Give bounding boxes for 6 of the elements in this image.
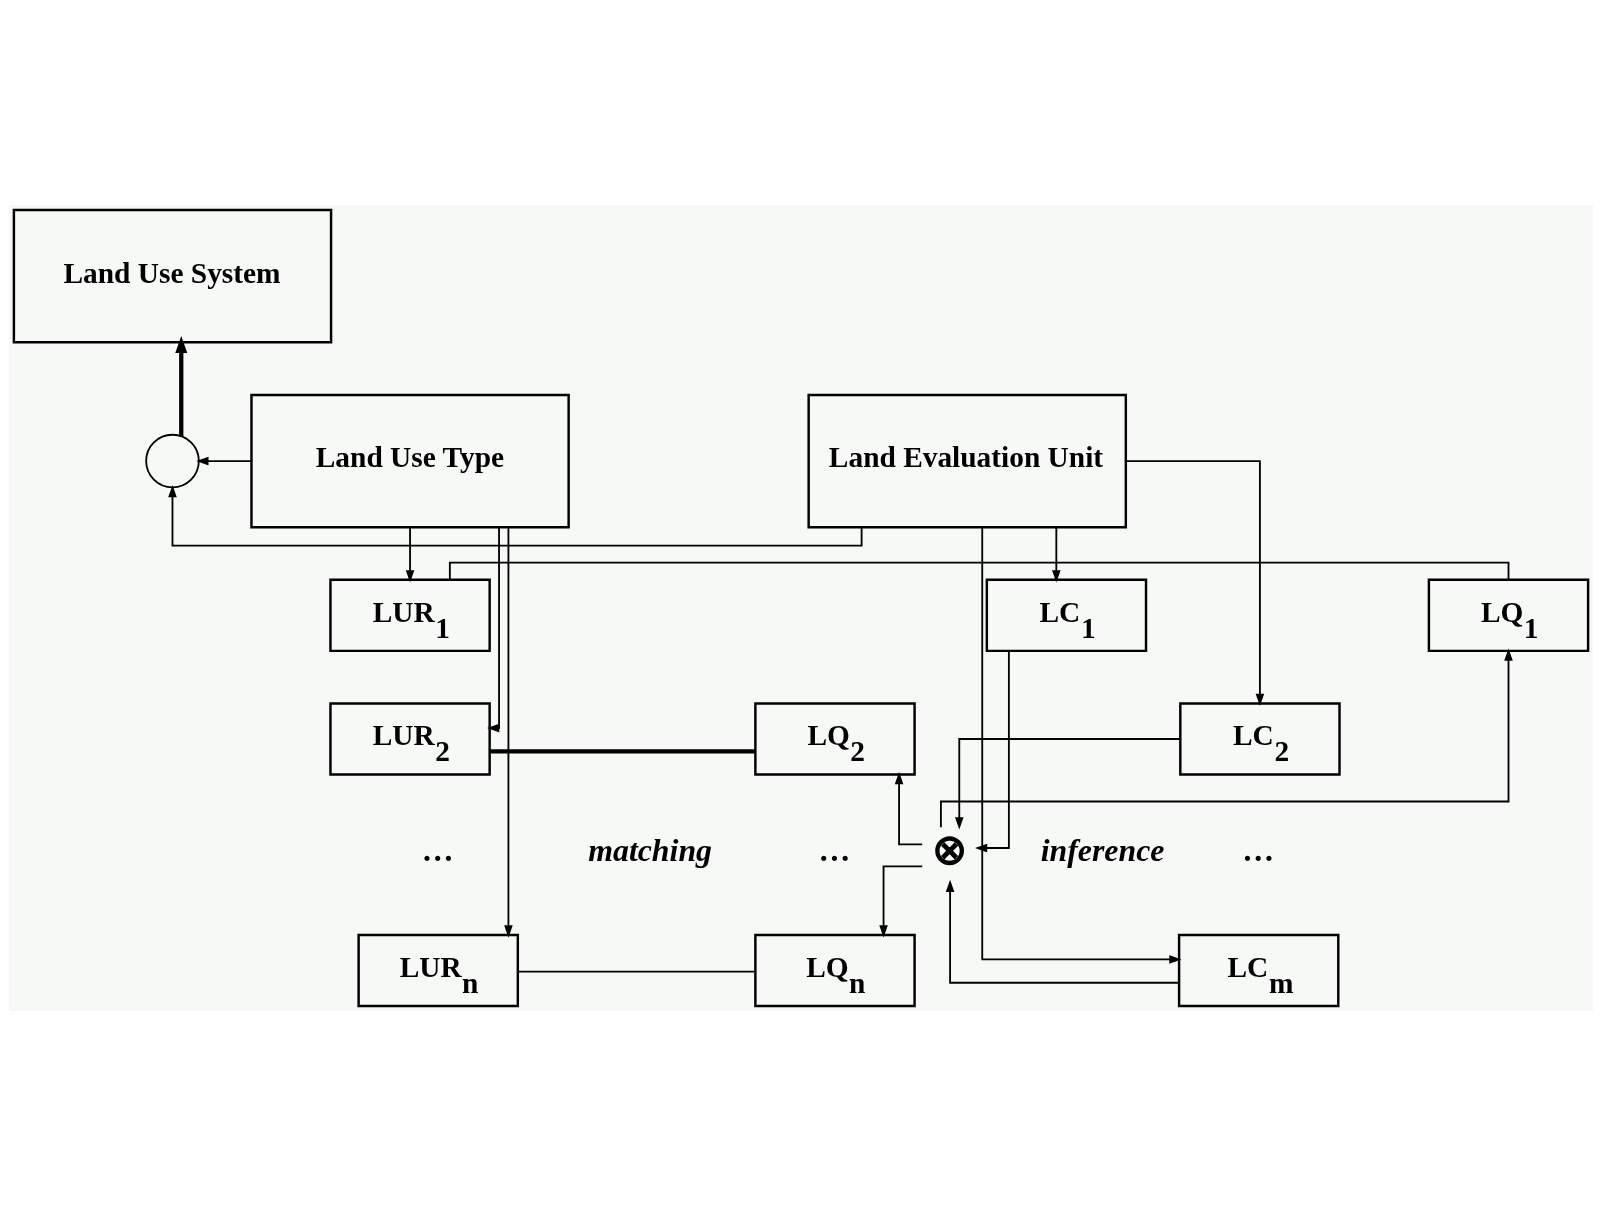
label: … bbox=[817, 833, 850, 869]
node-text: ⊗ bbox=[931, 827, 967, 874]
label: matching bbox=[587, 833, 712, 869]
label: … bbox=[421, 833, 454, 869]
label: inference bbox=[1040, 833, 1164, 869]
label: … bbox=[1241, 833, 1274, 869]
